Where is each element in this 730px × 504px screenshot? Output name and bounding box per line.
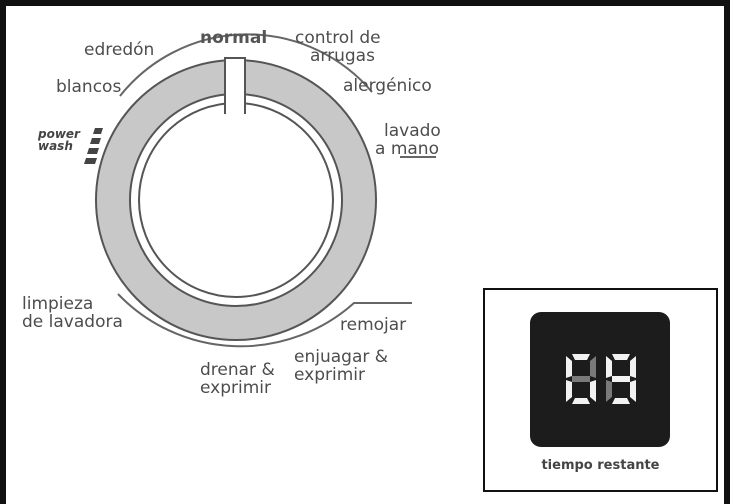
segment-upper-left-0 (566, 356, 572, 378)
segment-upper-right-1 (630, 356, 636, 378)
cycle-label-remojar[interactable]: remojar (340, 315, 407, 335)
time-remaining-caption: tiempo restante (541, 458, 660, 473)
cycle-label-alergenico[interactable]: alergénico (343, 76, 432, 96)
segment-lower-left-0 (566, 380, 572, 402)
segment-top-0 (572, 354, 590, 360)
segment-lower-right-1 (630, 380, 636, 402)
cycle-label-control-arrugas-2[interactable]: arrugas (310, 46, 375, 66)
seven-segment-screen (530, 312, 670, 447)
cycle-label-lavado-mano-1[interactable]: lavado (384, 121, 441, 141)
segment-lower-right-0 (590, 380, 596, 402)
cycle-label-drenar-1[interactable]: drenar & (200, 360, 275, 380)
segment-top-1 (612, 354, 630, 360)
cycle-label-lavado-mano-2[interactable]: a mano (375, 139, 439, 159)
dial-outer-arc-top (119, 33, 373, 97)
cycle-label-control-arrugas-1[interactable]: control de (295, 28, 381, 48)
cycle-label-limpieza-1[interactable]: limpieza (22, 294, 94, 314)
segment-lower-left-1 (606, 380, 612, 402)
power-wash-line1: power (38, 127, 80, 141)
seven-segment-digits (566, 354, 636, 404)
segment-bottom-1 (612, 398, 630, 404)
segment-middle-0 (572, 376, 590, 382)
time-remaining-panel: tiempo restante (483, 288, 718, 492)
segment-bottom-0 (572, 398, 590, 404)
dial-knob[interactable] (138, 102, 334, 298)
cycle-label-drenar-2[interactable]: exprimir (200, 378, 271, 398)
cycle-label-blancos[interactable]: blancos (56, 77, 122, 97)
segment-upper-right-0 (590, 356, 596, 378)
cycle-label-limpieza-2[interactable]: de lavadora (22, 312, 123, 332)
cycle-label-power-wash[interactable]: power wash (38, 128, 80, 152)
power-wash-icon (84, 128, 103, 164)
cycle-label-enjuagar-1[interactable]: enjuagar & (294, 347, 389, 367)
cycle-label-edredon[interactable]: edredón (84, 40, 155, 60)
segment-middle-1 (612, 376, 630, 382)
power-wash-line2: wash (38, 139, 73, 153)
segment-upper-left-1 (606, 356, 612, 378)
cycle-label-enjuagar-2[interactable]: exprimir (294, 365, 365, 385)
dial-outer-arc-bottom (117, 293, 412, 348)
cycle-label-normal[interactable]: normal (200, 28, 268, 48)
